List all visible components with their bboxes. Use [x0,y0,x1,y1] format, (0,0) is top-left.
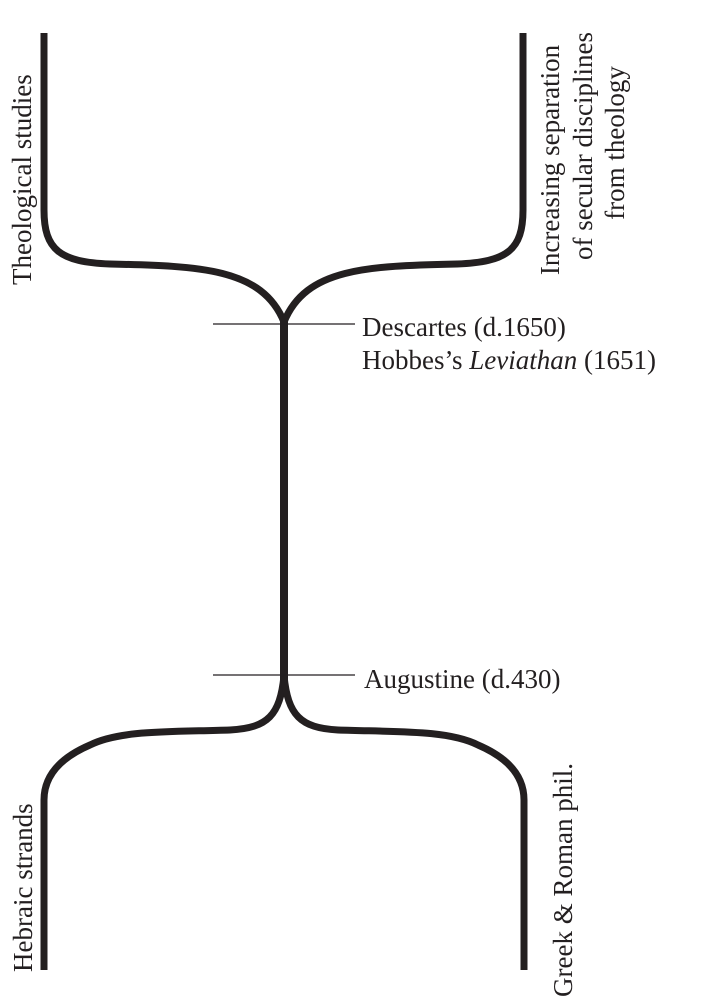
hebraic-strands-label: Hebraic strands [8,803,38,972]
hobbes-label: Hobbes’s Leviathan (1651) [362,345,656,375]
branch-hebraic-strands [40,675,288,970]
descartes-label: Descartes (d.1650) [362,312,566,342]
secular-label-line3: from theology [600,66,630,220]
branch-greek-roman [280,675,528,970]
greek-roman-label: Greek & Roman phil. [548,763,578,997]
augustine-label: Augustine (d.430) [364,664,560,694]
leviathan-title: Leviathan [468,345,577,375]
theological-studies-label: Theological studies [7,74,37,285]
hobbes-prefix: Hobbes’s [362,345,469,375]
branch-secular-disciplines [280,33,527,324]
secular-label-line2: of secular disciplines [568,32,598,260]
hobbes-year: (1651) [577,345,656,375]
branch-theological-studies [40,33,288,324]
secular-label-line1: Increasing separation [535,44,565,275]
